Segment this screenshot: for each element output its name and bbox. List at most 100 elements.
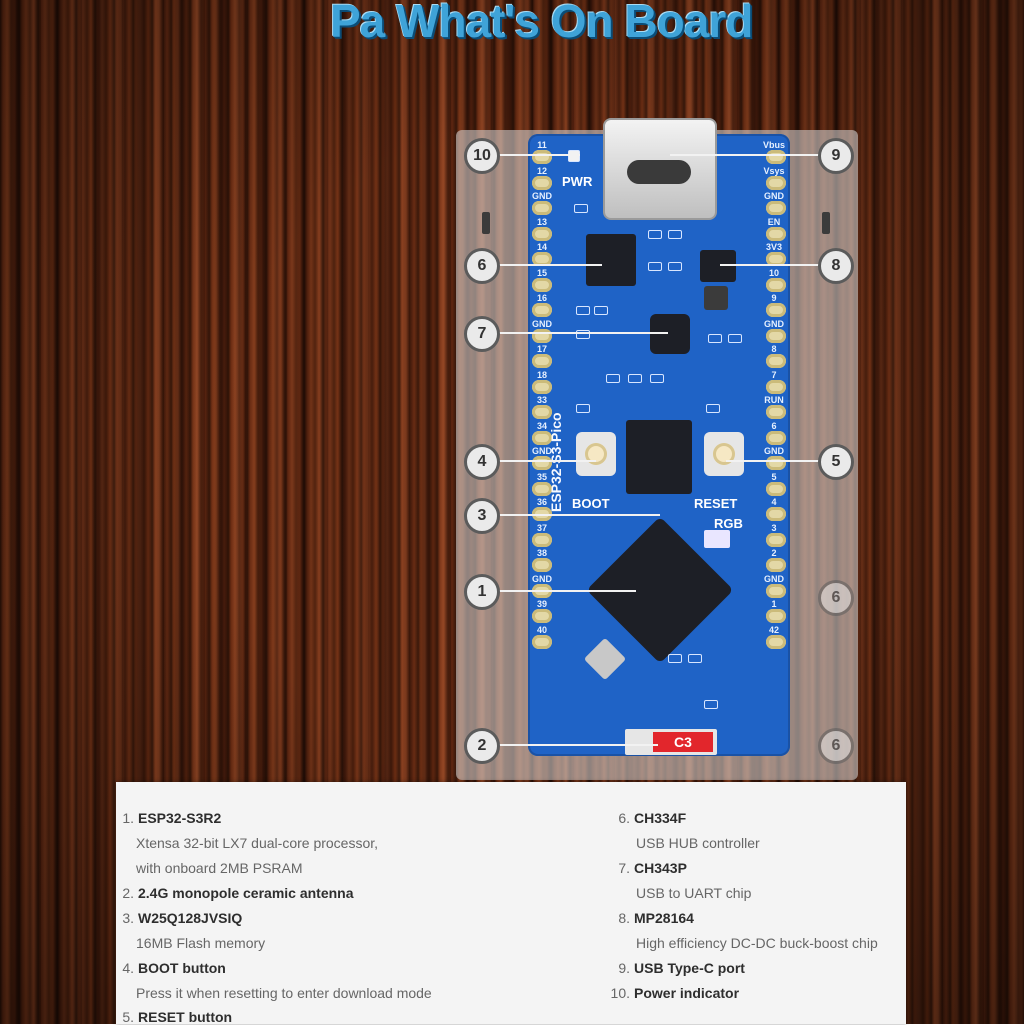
right-pin-pad [766,456,786,470]
callout-6-faded: 6 [818,580,854,616]
callout-7: 7 [464,316,500,352]
left-pin-pad [532,201,552,215]
title-prefix: Pa [330,0,385,47]
right-pin-label: 10 [768,267,779,278]
left-pin-label: 34 [536,420,547,431]
smd-part [688,654,702,663]
leader-line [498,744,658,746]
left-pin-pad [532,354,552,368]
rgb-led [704,530,730,548]
legend-item-8: 8.MP28164 [612,910,694,926]
left-pin-label: GND [532,573,552,584]
legend-title: CH343P [634,860,687,876]
legend-item-1: 1.ESP32-S3R2 [116,810,221,826]
legend-item-3: 3.W25Q128JVSIQ [116,910,242,926]
legend-desc: 16MB Flash memory [136,935,266,951]
component-legend: 1.ESP32-S3R2 Xtensa 32-bit LX7 dual-core… [116,782,906,1025]
legend-item-6: 6.CH334F [612,810,686,826]
leader-line [726,460,820,462]
left-pin-label: GND [532,191,552,201]
flash-chip [626,420,692,494]
panel-slot [482,212,490,234]
left-pin-pad [532,405,552,419]
legend-title: USB Type-C port [634,960,745,976]
callout-8: 8 [818,248,854,284]
legend-title: CH334F [634,810,687,826]
left-pin-label: 39 [536,599,547,609]
ch334f-chip [586,234,636,286]
legend-num: 1. [122,810,134,826]
right-pin-pad [766,430,786,445]
legend-desc: Press it when resetting to enter downloa… [136,985,432,1001]
callout-1: 1 [464,574,500,610]
left-pin-pad [532,558,552,572]
smd-part [606,374,620,383]
power-led [568,150,580,162]
right-pin-pad [766,379,786,394]
smd-part [650,374,664,383]
legend-desc: High efficiency DC-DC buck-boost chip [636,935,878,951]
right-pin-label: GND [764,573,784,584]
smd-part [728,334,742,343]
leader-line [498,590,636,592]
silk-model: ESP32-S3-Pico [548,412,564,512]
smd-part [668,654,682,663]
left-pin-label: GND [532,318,552,329]
legend-title: BOOT button [138,960,226,976]
left-pin-label: 13 [536,216,547,227]
left-pin-label: 12 [536,165,547,176]
left-pin-label: 36 [536,497,547,507]
smd-part [574,204,588,213]
legend-title: ESP32-S3R2 [138,810,222,826]
legend-desc: with onboard 2MB PSRAM [136,860,303,876]
right-pin-pad [766,303,786,317]
right-pin-label: 7 [771,369,777,380]
smd-part [704,700,718,709]
legend-desc: USB HUB controller [636,835,760,851]
left-pin-pad [532,609,552,623]
callout-6-faded-bottom: 6 [818,728,854,764]
right-pin-pad [766,201,786,215]
legend-item-7: 7.CH343P [612,860,687,876]
silk-boot: BOOT [572,496,610,511]
legend-item-9: 9.USB Type-C port [612,960,745,976]
callout-9: 9 [818,138,854,174]
boot-button[interactable] [576,432,616,476]
right-pin-pad [766,583,786,598]
left-pin-pad [532,150,552,164]
left-pin-label: 38 [536,548,547,558]
legend-title: Power indicator [634,985,740,1001]
silk-reset: RESET [694,496,738,511]
legend-item-2: 2.2.4G monopole ceramic antenna [116,885,354,901]
left-pin-label: 40 [536,624,547,635]
legend-desc: Xtensa 32-bit LX7 dual-core processor, [136,835,379,851]
right-pin-label: Vbus [762,140,785,150]
callout-4: 4 [464,444,500,480]
left-pin-label: 16 [536,293,547,303]
right-pin-pad [766,150,786,164]
right-pin-pad [766,277,786,292]
callout-3: 3 [464,498,500,534]
smd-part [648,230,662,239]
right-pin-label: 8 [771,344,777,354]
reset-button[interactable] [704,432,744,476]
legend-num: 3. [122,910,134,926]
callout-5: 5 [818,444,854,480]
leader-line [498,264,602,266]
legend-title: 2.4G monopole ceramic antenna [138,885,354,901]
leader-line [498,154,580,156]
callout-10: 10 [464,138,500,174]
left-pin-label: 37 [536,522,547,533]
smd-part [648,262,662,271]
smd-part [628,374,642,383]
legend-num: 2. [122,885,134,901]
legend-num: 4. [122,960,134,976]
callout-6: 6 [464,248,500,284]
legend-title: W25Q128JVSIQ [138,910,243,926]
right-pin-pad [766,226,786,241]
right-pin-pad [766,609,786,623]
right-pin-label: 4 [771,497,777,507]
legend-num: 7. [618,860,630,876]
right-pin-label: GND [764,191,784,201]
left-pin-pad [532,456,552,470]
